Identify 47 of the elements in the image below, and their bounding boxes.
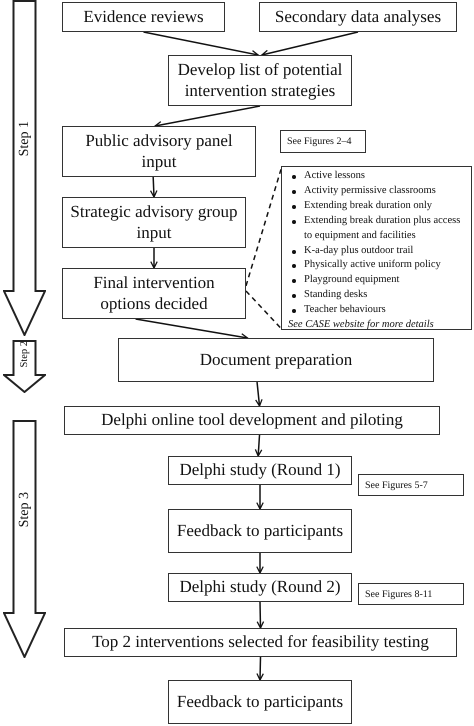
note-box: See Figures 8-11: [358, 583, 464, 605]
arrow: [150, 176, 158, 198]
process-box: Document preparation: [118, 338, 434, 382]
process-box: Evidence reviews: [62, 2, 225, 32]
step-marker: [3, 340, 46, 393]
leader-line: [245, 169, 282, 286]
arrow: [255, 382, 263, 407]
arrow: [261, 31, 358, 58]
list-item: Playground equipment: [304, 274, 400, 286]
list-item: Standing desks: [304, 289, 368, 300]
note-box: See Figures 5-7: [358, 474, 464, 496]
list-item: Extending break duration plus access to equipment and facilities: [304, 214, 460, 241]
process-box: Public advisory panel input: [62, 126, 256, 177]
arrow: [254, 434, 262, 457]
list-item: Active lessons: [304, 170, 365, 181]
step-label: Step 2: [19, 341, 30, 368]
step-label: Step 3: [16, 492, 32, 527]
process-box: Secondary data analyses: [259, 2, 457, 32]
arrow: [256, 602, 264, 629]
process-box: Final intervention options decided: [62, 268, 246, 319]
process-box: Feedback to participants: [168, 509, 352, 553]
leader-line: [245, 290, 282, 329]
list-item: Extending break duration only: [304, 200, 432, 211]
note-text: See CASE website for more details: [288, 318, 434, 332]
arrow: [256, 656, 264, 681]
process-box: Delphi study (Round 2): [168, 573, 352, 602]
process-box: Delphi study (Round 1): [168, 456, 352, 485]
list-item: Physically active uniform policy: [304, 259, 441, 270]
process-box: Top 2 interventions selected for feasibility testing: [64, 628, 457, 657]
process-box: Feedback to participants: [168, 680, 352, 724]
arrow: [256, 553, 264, 574]
process-box: Develop list of potential intervention strategies: [168, 55, 352, 106]
list-item: Activity permissive classrooms: [304, 184, 436, 196]
arrow: [256, 485, 264, 510]
list-item: Teacher behaviours: [304, 304, 386, 316]
step-label: Step 1: [16, 120, 32, 156]
list-item: K-a-day plus outdoor trail: [304, 244, 414, 256]
arrow: [135, 318, 248, 341]
callout-box: [281, 166, 472, 330]
arrow: [150, 248, 158, 269]
arrow: [154, 105, 260, 129]
step-marker: [3, 420, 46, 658]
note-box: See Figures 2–4: [280, 130, 366, 153]
arrow: [143, 31, 259, 58]
process-box: Delphi online tool development and piloting: [64, 406, 440, 435]
process-box: Strategic advisory group input: [62, 197, 246, 248]
step-marker: [3, 0, 46, 336]
